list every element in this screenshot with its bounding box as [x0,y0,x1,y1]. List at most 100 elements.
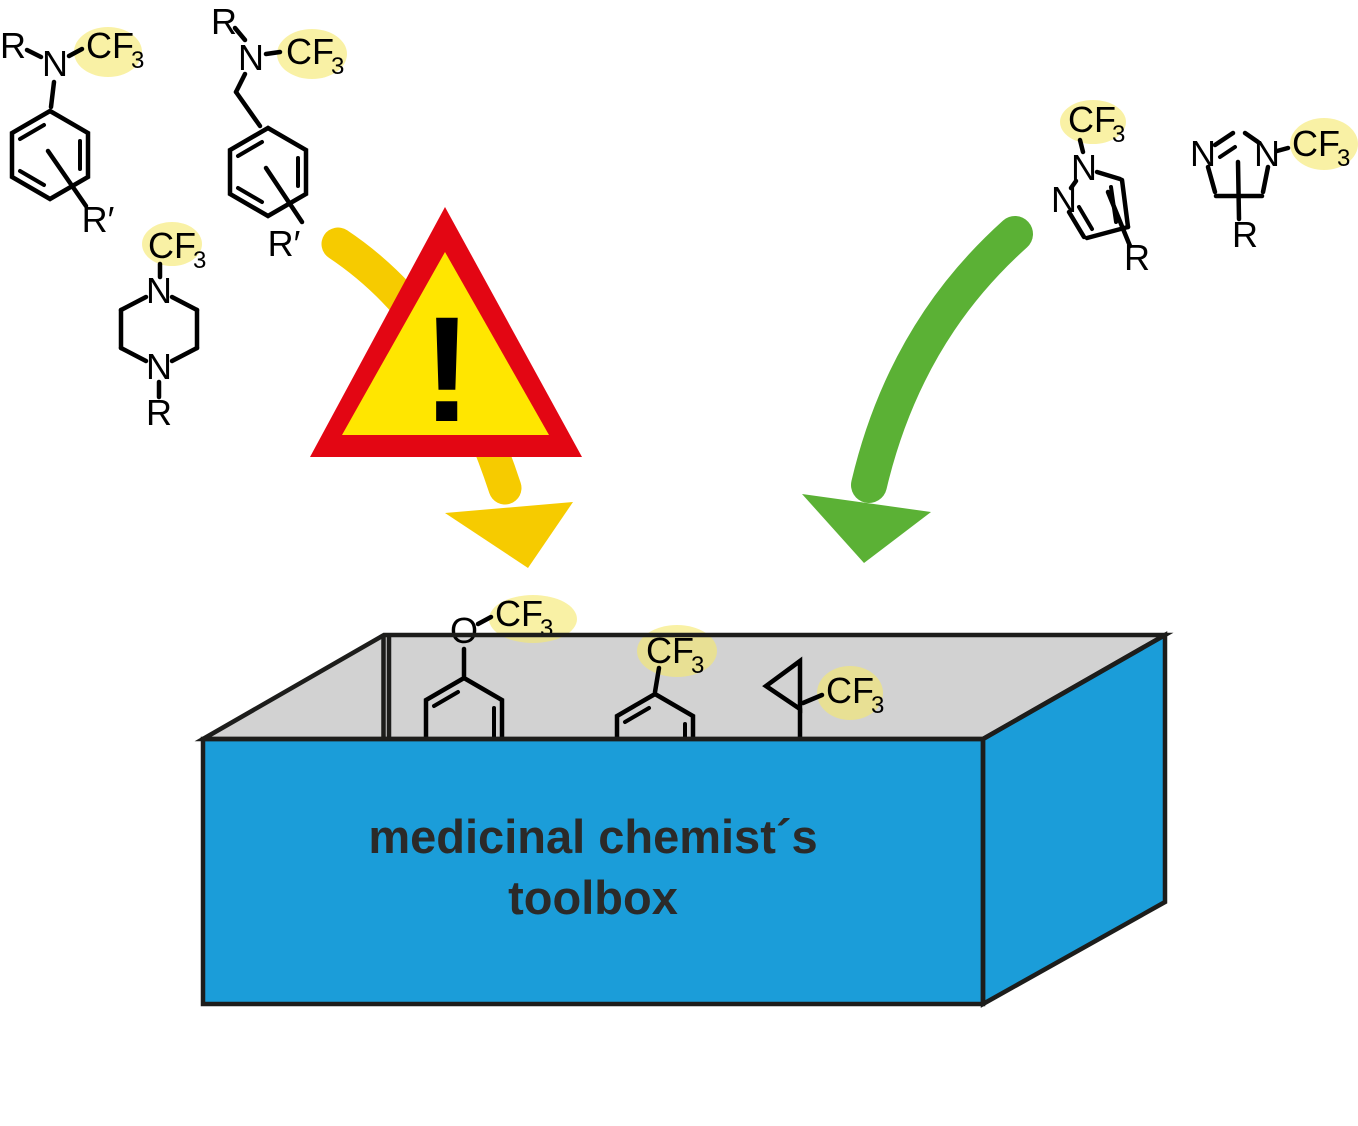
highlight-aniline-cf3 [74,27,142,77]
box-right-panel [983,635,1165,1004]
double-bond-inner-nw [18,123,46,141]
cf3-label: CF [86,25,134,66]
o-label: O [450,610,478,651]
toolbox-title-line1: medicinal chemist´s [368,810,817,863]
highlight-piperazine-cf3 [142,222,202,266]
cf3-label: CF [1292,123,1340,164]
double-bond-inner-n1c2 [1218,145,1237,159]
double-bond-inner-nw [623,706,651,724]
warning-triangle: ! [310,207,582,457]
bond-n1-n2 [1068,178,1079,191]
success-arrow-shaft [851,216,1033,503]
variable-position-bond [45,148,89,209]
variable-position-bond [1105,189,1133,249]
bond-ch2-ring [233,89,263,129]
ncf3-aniline-structure: R N CF 3 R′ [0,25,144,240]
bond-n-cf3 [66,46,85,59]
double-bond-inner-nw [236,140,264,158]
n-label: N [238,37,264,78]
bond-c3-n2 [1066,209,1087,240]
r-label: R [211,1,237,42]
cyclopropyl-cf3-structure: CF 3 [762,656,884,741]
ncf3-imidazole-structure: N N R CF 3 [1190,123,1350,255]
highlight-arylcf3 [637,625,717,677]
benzene-ring [423,675,505,739]
benzene-ring [227,125,309,219]
warning-arrow-head [445,502,573,568]
aryl-ocf3-structure: O CF 3 [423,593,553,739]
toolbox-outlines [194,631,1174,1008]
highlight-ocf3 [489,595,577,643]
bond-n3-c4 [1260,164,1271,195]
bond-n1-c5 [1205,164,1218,195]
box-top-interior [203,635,1165,739]
cf3-label: CF [1068,99,1116,140]
double-bond-inner-nw [432,690,460,708]
bond-cf3-ring [652,665,662,695]
cf3-subscript: 3 [1112,121,1125,148]
cf3-subscript: 3 [331,53,344,80]
ring-bond-nw [118,294,149,313]
cf3-highlights [74,27,1358,720]
box-right-outline [980,631,1168,1008]
highlight-benzylamine-cf3 [277,29,347,79]
success-arrow-head [802,494,931,563]
highlight-imidazole-cf3 [1290,118,1358,170]
ring-bond-sw [118,345,149,364]
cyclopropane-ring [762,656,803,714]
cf3-label: CF [286,31,334,72]
highlight-cyclopropylcf3 [817,666,883,720]
benzene-ring [9,108,91,202]
r-label: R [146,392,172,433]
bond-c2-n3 [1242,130,1261,145]
benzene-ring [614,691,696,739]
r-prime-label: R′ [268,223,301,264]
toolbox-box [203,635,1165,1004]
cf3-subscript: 3 [691,652,704,679]
toolbox-title-line2: toolbox [508,871,678,924]
variable-position-bond [1235,159,1242,222]
bond-n1-c5 [1094,169,1123,182]
exclamation-mark: ! [422,285,472,453]
n-top-label: N [146,270,172,311]
cf3-subscript: 3 [540,615,553,642]
box-front-panel [203,739,983,1004]
cf3-subscript: 3 [131,47,144,74]
cf3-subscript: 3 [1337,145,1350,172]
bond-n-ring [48,79,57,110]
ring-bond-ne [169,294,200,313]
cf3-label: CF [826,670,874,711]
r-label: R [0,25,26,66]
cf3-subscript: 3 [193,247,206,274]
bond-o-cf3 [475,614,494,627]
variable-position-bond [263,165,305,225]
r-prime-label: R′ [82,199,115,240]
n-label: N [42,43,68,84]
cf3-label: CF [148,225,196,266]
highlight-pyrazole-cf3 [1060,100,1126,144]
n1-label: N [1190,133,1216,174]
r-label: R [1124,237,1150,278]
warning-triangle-fill [342,252,549,435]
r-label: R [1232,214,1258,255]
bond-n-ch2 [233,71,248,95]
bond-ring-cf3 [800,692,825,706]
bond-r-n [232,25,248,43]
cf3-subscript: 3 [871,692,884,719]
double-bond-inner-sw [18,169,46,187]
bond-n-cf3 [263,49,283,57]
bond-cf3-n1 [1077,137,1086,155]
toolbox-title: medicinal chemist´s toolbox [368,810,817,924]
ring-bond-se [169,345,200,364]
bond-r-n [24,47,44,60]
double-bond-inner-sw [236,186,264,204]
ncf3-pyrazole-structure: CF 3 N N R [1051,99,1150,278]
cf3-label: CF [495,593,543,634]
bond-c5-c4 [1119,177,1131,230]
success-arrow [802,216,1033,563]
ncf3-piperazine-structure: CF 3 N N R [118,225,206,433]
bond-n3-cf3 [1274,145,1291,154]
bond-n1-c2 [1212,130,1236,148]
